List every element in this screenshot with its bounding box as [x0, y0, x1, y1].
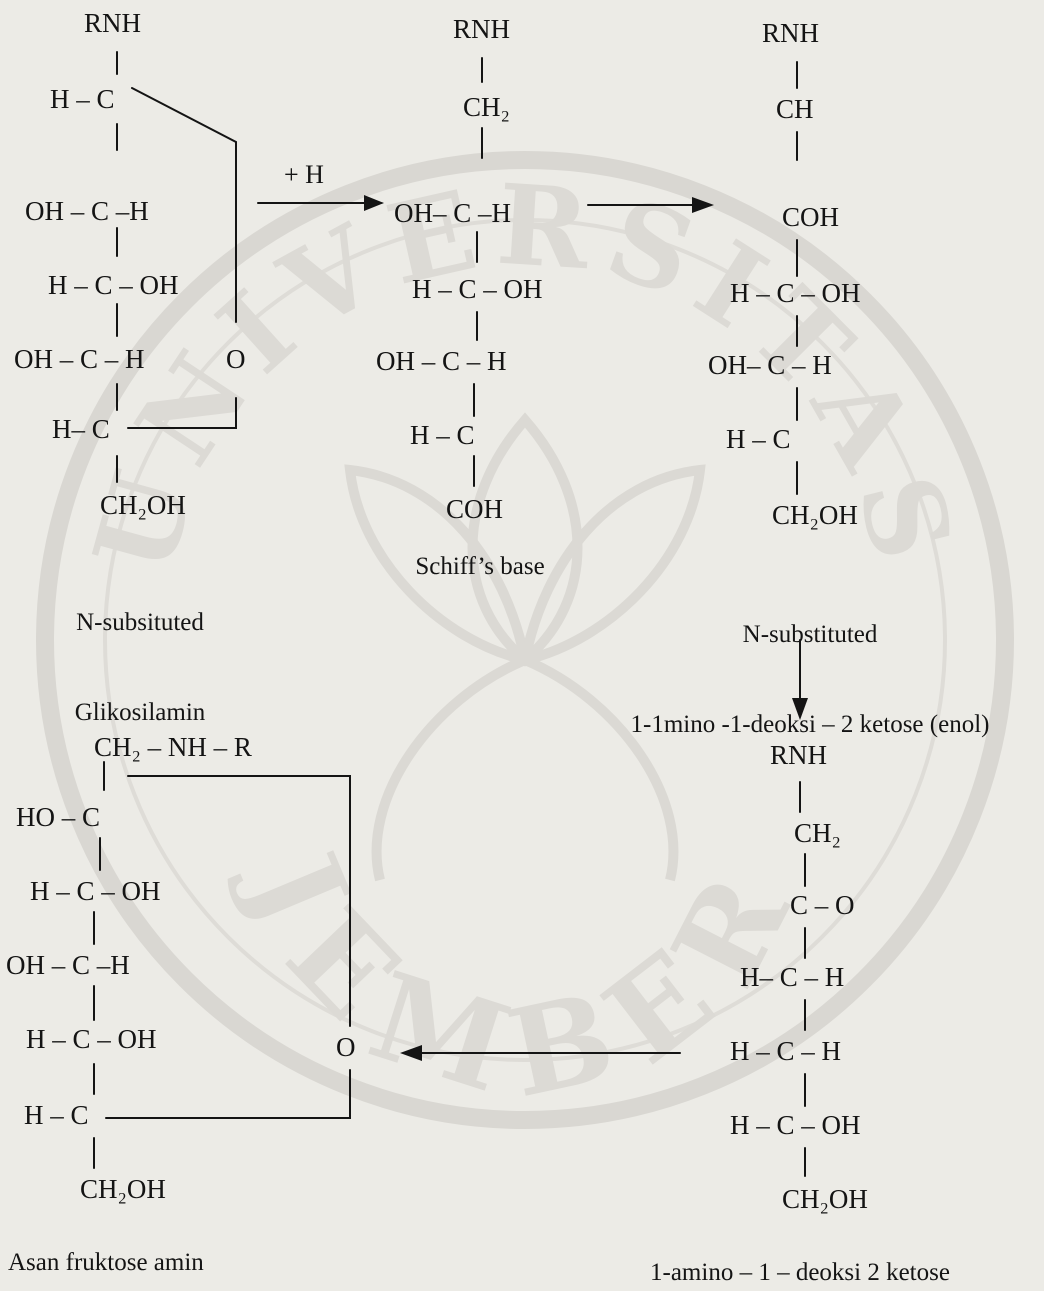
ketose-rnh: RNH	[770, 740, 828, 770]
enol-rnh: RNH	[762, 18, 820, 48]
glikosilamin-c2: OH – C –H	[25, 196, 149, 226]
fruktose-c4: OH – C –H	[6, 950, 130, 980]
schiff-c3: H – C – OH	[412, 274, 543, 304]
schiff-c5: H – C	[410, 420, 475, 450]
glikosilamin-c5: H– C	[52, 414, 110, 444]
fruktose-c2: HO – C	[16, 802, 101, 832]
ketose-c5: H – C – OH	[730, 1110, 861, 1140]
caption-enol-line2: 1-1mino -1-deoksi – 2 ketose (enol)	[630, 711, 990, 738]
fruktose-c7: CH₂OH	[80, 1174, 166, 1204]
caption-schiff-base: Schiff’s base	[415, 553, 545, 580]
fruktose-c5: H – C – OH	[26, 1024, 157, 1054]
fruktose-c6: H – C	[24, 1100, 89, 1130]
fruktose-c3: H – C – OH	[30, 876, 161, 906]
caption-glikosilamin-line2: Glikosilamin	[74, 699, 206, 726]
schiff-c4: OH – C – H	[376, 346, 507, 376]
caption-ketose: 1-amino – 1 – deoksi 2 ketose	[650, 1259, 950, 1286]
fruktose-c1: CH₂ – NH – R	[94, 732, 252, 762]
enol-c4: OH– C – H	[708, 350, 832, 380]
caption-glikosilamin: N-subsituted Glikosilamin	[40, 548, 240, 788]
glikosilamin-c3: H – C – OH	[48, 270, 179, 300]
ketose-c2: C – O	[790, 890, 855, 920]
arrow-heads	[364, 195, 808, 1061]
glikosilamin-rnh: RNH	[84, 8, 142, 38]
schiff-rnh: RNH	[453, 14, 511, 44]
glikosilamin-c4: OH – C – H	[14, 344, 145, 374]
schiff-c6: COH	[446, 494, 504, 524]
ketose-c6: CH₂OH	[782, 1184, 868, 1214]
schiff-c1: CH₂	[463, 92, 510, 122]
glikosilamin-c6: CH₂OH	[100, 490, 186, 520]
glikosilamin-ring-oxygen: O	[226, 344, 246, 374]
ketose-c3: H– C – H	[740, 962, 845, 992]
reagent-label: + H	[284, 160, 324, 189]
glikosilamin-c1: H – C	[50, 84, 115, 114]
enol-c2: COH	[782, 202, 840, 232]
caption-enol: N-substituted 1-1mino -1-deoksi – 2 keto…	[580, 560, 1040, 800]
caption-fruktose-amin: Asan fruktose amin	[8, 1249, 204, 1276]
enol-c6: CH₂OH	[772, 500, 858, 530]
fruktose-ring-oxygen: O	[336, 1032, 356, 1062]
schiff-c2: OH– C –H	[394, 198, 512, 228]
ketose-c4: H – C – H	[730, 1036, 842, 1066]
ketose-c1: CH₂	[794, 818, 841, 848]
enol-c5: H – C	[726, 424, 791, 454]
caption-glikosilamin-line1: N-subsituted	[76, 609, 204, 636]
caption-enol-line1: N-substituted	[742, 621, 878, 648]
enol-c1: CH	[776, 94, 814, 124]
enol-c3: H – C – OH	[730, 278, 861, 308]
